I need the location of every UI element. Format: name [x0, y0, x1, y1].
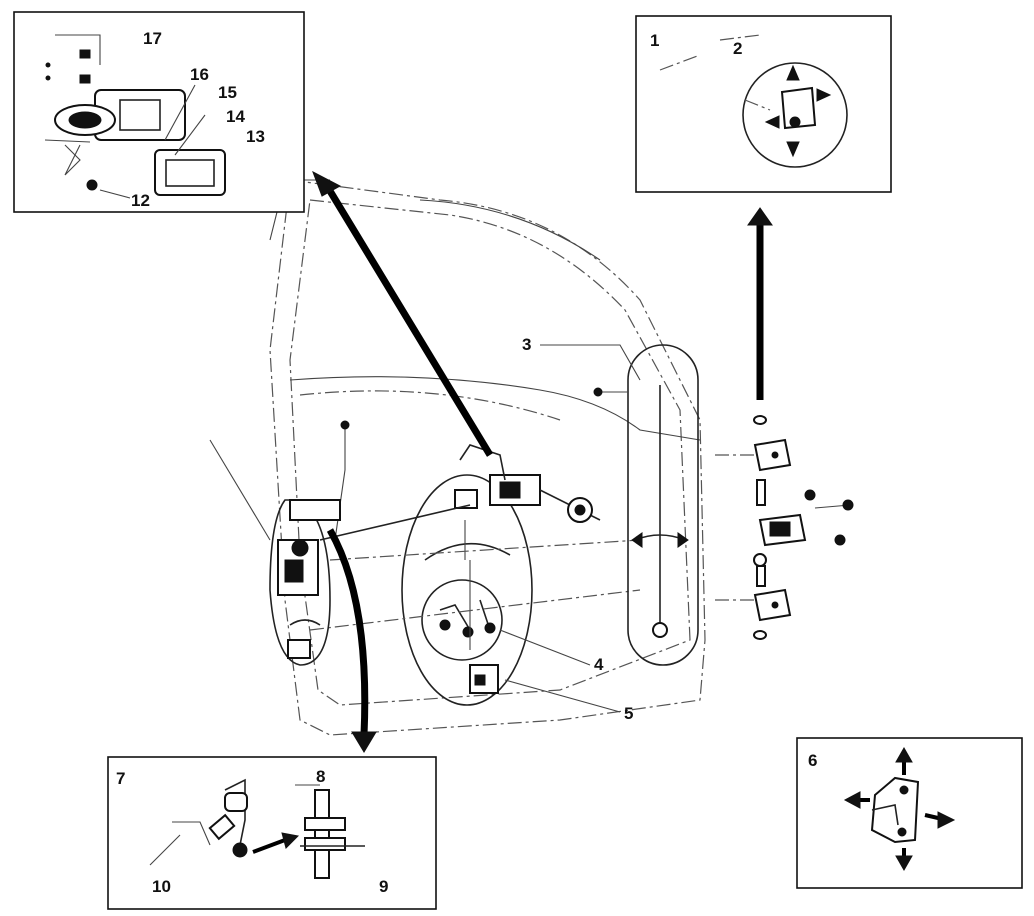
inset-striker-detail [796, 737, 1023, 889]
regulator-detail-circle [421, 579, 503, 661]
callout-16: 16 [190, 65, 209, 84]
callout-9: 9 [379, 877, 388, 896]
arrow-icon [351, 731, 377, 753]
callout-2: 2 [733, 39, 742, 58]
callout-10: 10 [152, 877, 171, 896]
linkage-rods [309, 420, 641, 631]
callout-14: 14 [226, 107, 245, 126]
inset-hinge-adjust-detail [635, 15, 892, 193]
callout-3: 3 [522, 335, 531, 354]
glass-run-channel-group [593, 344, 699, 666]
inset-lock-rod-detail [107, 756, 437, 910]
callout-12: 12 [131, 191, 150, 210]
door-outline [269, 179, 706, 736]
callout-13: 13 [246, 127, 265, 146]
callout-labels: 17 16 15 14 13 12 1 2 3 4 5 6 7 8 9 10 [116, 29, 817, 896]
callout-5: 5 [624, 704, 633, 723]
run-channel-oval [627, 344, 699, 666]
arrow-icon [312, 170, 342, 197]
callout-17: 17 [143, 29, 162, 48]
regulator-highlight-oval [401, 474, 533, 706]
door-lock-group [209, 439, 341, 666]
window-regulator-group [401, 444, 601, 706]
callout-8: 8 [316, 767, 325, 786]
detail-arrow-down [326, 528, 377, 753]
callout-6: 6 [808, 751, 817, 770]
move-arrow-icon [843, 746, 956, 872]
callout-1: 1 [650, 31, 659, 50]
inset-handle-detail [13, 11, 305, 213]
arrow-icon [747, 207, 773, 226]
hinge-parts [715, 415, 854, 640]
detail-arrow-up-right [747, 207, 773, 400]
detail-arrow-up-left [312, 170, 493, 457]
callout-15: 15 [218, 83, 237, 102]
callout-4: 4 [594, 655, 604, 674]
move-arrow-icon [764, 64, 832, 158]
callout-7: 7 [116, 769, 125, 788]
